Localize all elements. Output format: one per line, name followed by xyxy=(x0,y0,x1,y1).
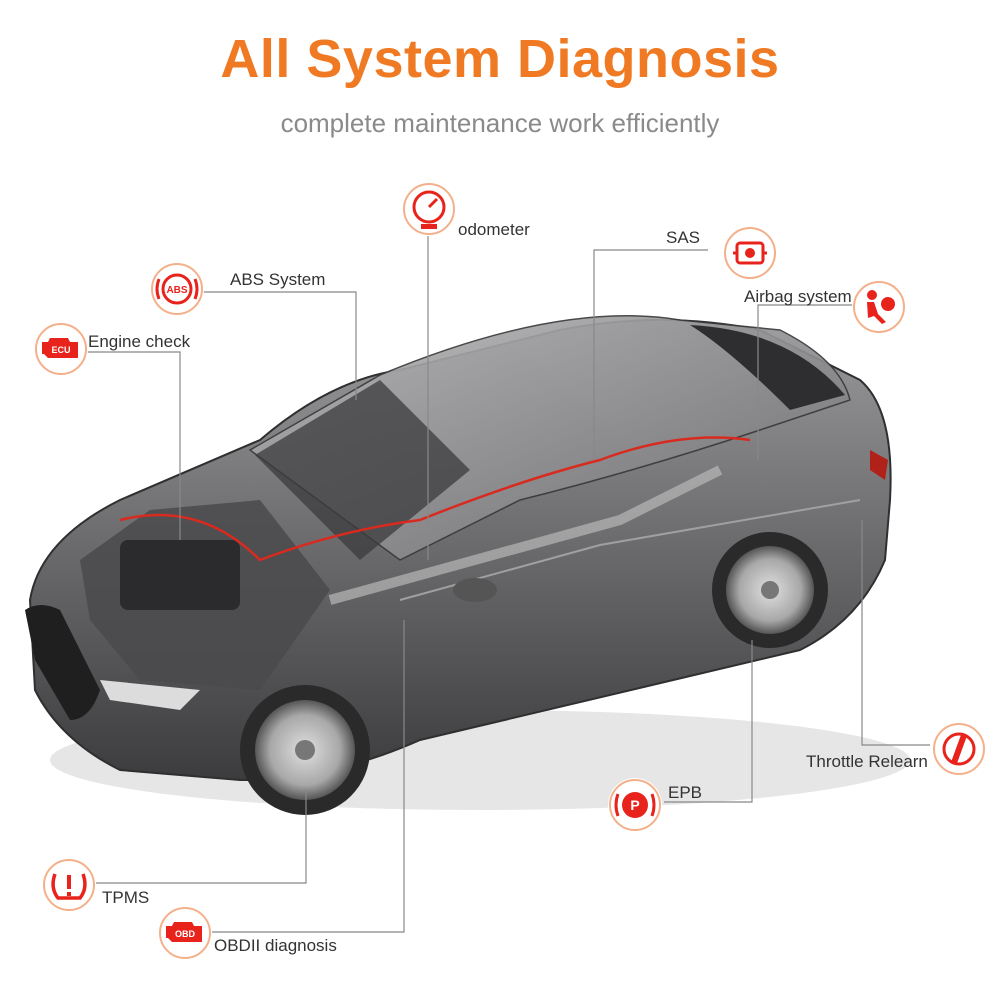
label-airbag: Airbag system xyxy=(744,287,852,306)
leader-lines xyxy=(84,236,930,933)
rear-hub xyxy=(761,581,779,599)
airbag-icon xyxy=(852,280,906,334)
label-tpms: TPMS xyxy=(102,888,150,907)
leader-epb xyxy=(664,640,753,803)
label-odometer: odometer xyxy=(458,220,530,239)
leader-abs xyxy=(190,291,357,400)
obd-icon-text: OBD xyxy=(175,929,196,939)
gauge-icon xyxy=(402,182,456,236)
label-engine-check: Engine check xyxy=(88,332,191,351)
label-epb: EPB xyxy=(668,783,703,802)
rear-window xyxy=(690,325,845,410)
windshield xyxy=(255,380,470,560)
throttle-icon xyxy=(932,722,986,776)
leader-sas xyxy=(593,249,708,460)
front-hub xyxy=(295,740,315,760)
leader-obd xyxy=(212,620,405,933)
label-abs: ABS System xyxy=(230,270,326,289)
label-sas: SAS xyxy=(666,228,701,247)
abs-icon-text: ABS xyxy=(166,285,187,296)
page-title: All System Diagnosis xyxy=(220,29,780,89)
parking-brake-icon: P xyxy=(608,778,662,832)
label-obd-diagnosis: OBDII diagnosis xyxy=(214,936,337,955)
engine-block xyxy=(120,540,240,610)
label-throttle-relearn: Throttle Relearn xyxy=(806,752,928,771)
side-mirror xyxy=(453,578,497,602)
tail-light xyxy=(870,450,888,480)
tire-pressure-icon xyxy=(42,858,96,912)
ecu-icon-text: ECU xyxy=(51,345,70,355)
abs-icon: ABS xyxy=(150,262,204,316)
headlight xyxy=(100,680,200,710)
leader-throttle xyxy=(861,520,930,746)
leader-engine xyxy=(84,351,181,540)
ecu-engine-icon: ECU xyxy=(34,322,88,376)
epb-icon-text: P xyxy=(630,797,639,813)
leader-tpms xyxy=(96,790,307,884)
front-grille xyxy=(25,605,100,720)
page-subtitle: complete maintenance work efficiently xyxy=(280,108,720,138)
obd-icon: OBD xyxy=(158,906,212,960)
leader-airbag xyxy=(757,304,858,460)
drivetrain xyxy=(328,465,723,605)
wiring-harness xyxy=(119,436,751,562)
steering-sensor-icon xyxy=(723,226,777,280)
